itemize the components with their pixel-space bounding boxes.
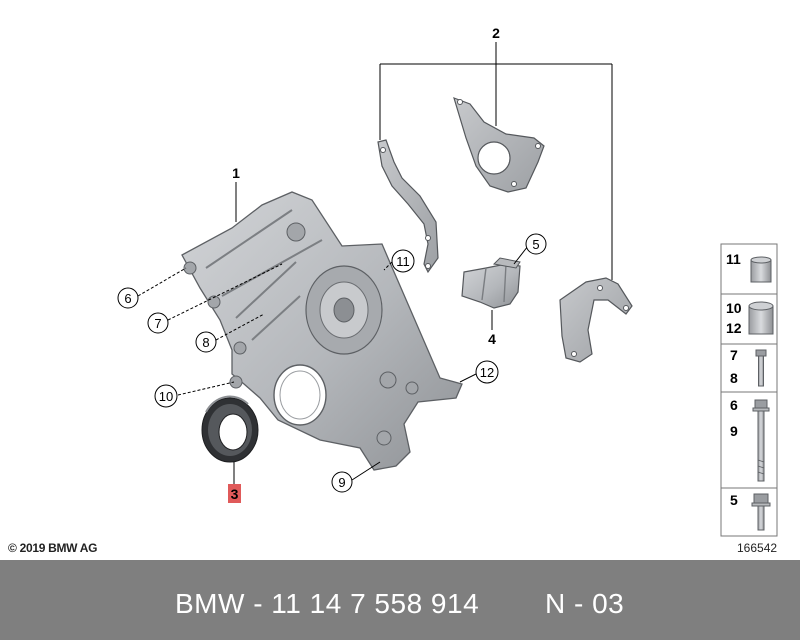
callout-6[interactable]: 6 xyxy=(117,287,139,309)
gasket-left xyxy=(377,139,439,274)
panel-row-bolt-6-9[interactable]: 6 9 xyxy=(730,397,770,482)
gasket-top xyxy=(453,97,545,193)
callout-9[interactable]: 9 xyxy=(331,471,353,493)
svg-text:12: 12 xyxy=(726,320,742,336)
diagram-id: 166542 xyxy=(737,541,778,555)
svg-text:9: 9 xyxy=(338,475,345,490)
fastener-panel: 11 10 12 7 8 6 9 5 xyxy=(720,243,778,537)
panel-row-bushing-11[interactable]: 11 xyxy=(726,251,772,283)
panel-row-bushing-10-12[interactable]: 10 12 xyxy=(726,300,774,336)
svg-text:6: 6 xyxy=(730,397,738,413)
svg-text:6: 6 xyxy=(124,291,131,306)
footer-bar xyxy=(0,560,800,640)
svg-text:3: 3 xyxy=(231,486,239,502)
svg-text:2: 2 xyxy=(492,25,500,41)
callout-5[interactable]: 5 xyxy=(525,233,547,255)
callout-4[interactable]: 4 xyxy=(488,331,496,347)
svg-text:9: 9 xyxy=(730,423,738,439)
footer-part-number: BMW - 11 14 7 558 914 xyxy=(175,588,480,619)
timing-case-cover xyxy=(181,191,463,471)
callout-3[interactable]: 3 xyxy=(228,484,241,503)
svg-text:11: 11 xyxy=(396,254,410,269)
svg-text:5: 5 xyxy=(730,492,738,508)
callout-2[interactable]: 2 xyxy=(492,25,500,41)
callout-7[interactable]: 7 xyxy=(147,312,169,334)
panel-row-bolt-7-8[interactable]: 7 8 xyxy=(730,347,767,387)
panel-row-bolt-5[interactable]: 5 xyxy=(730,492,771,531)
svg-text:1: 1 xyxy=(232,165,240,181)
svg-text:8: 8 xyxy=(202,335,209,350)
slide-guide xyxy=(461,257,521,309)
exploded-parts-diagram: 1 2 3 4 5 6 7 8 9 10 11 12 xyxy=(117,25,778,537)
callout-8[interactable]: 8 xyxy=(195,331,217,353)
footer-position-code: N - 03 xyxy=(545,588,625,619)
svg-text:7: 7 xyxy=(730,347,738,363)
leader-lines xyxy=(137,42,613,484)
callout-1[interactable]: 1 xyxy=(232,165,240,181)
callout-11[interactable]: 11 xyxy=(391,249,415,273)
svg-text:8: 8 xyxy=(730,370,738,386)
svg-text:5: 5 xyxy=(532,237,539,252)
gasket-right xyxy=(559,277,633,363)
svg-text:10: 10 xyxy=(726,300,742,316)
shaft-seal xyxy=(201,395,259,463)
svg-text:12: 12 xyxy=(480,365,494,380)
svg-text:10: 10 xyxy=(159,389,173,404)
svg-text:11: 11 xyxy=(726,251,741,267)
callout-12[interactable]: 12 xyxy=(475,360,499,384)
svg-text:7: 7 xyxy=(154,316,161,331)
callout-10[interactable]: 10 xyxy=(154,384,178,408)
svg-text:4: 4 xyxy=(488,331,496,347)
copyright-notice: © 2019 BMW AG xyxy=(8,541,98,555)
